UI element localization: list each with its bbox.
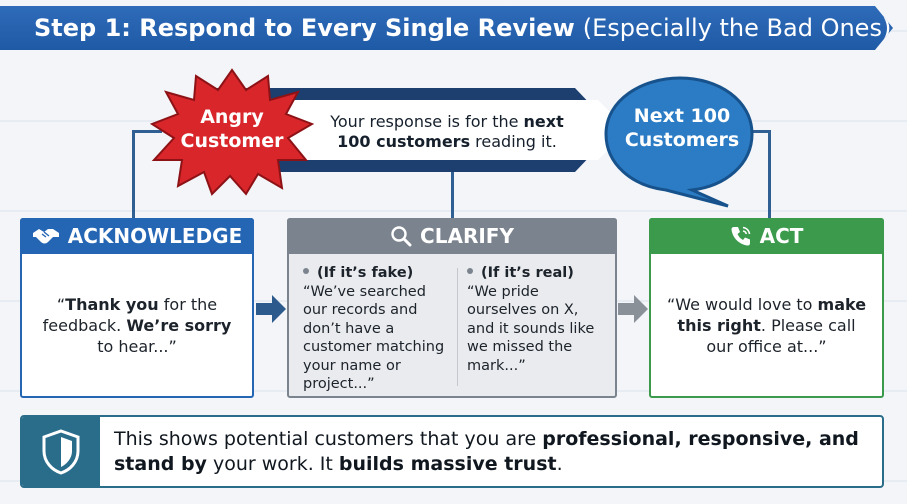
page-title: Step 1: Respond to Every Single Review [34,14,575,42]
shield-icon [42,428,80,475]
next-customers-label: Next 100 Customers [624,105,740,151]
flow-arrow-text: Your response is for the next 100 custom… [330,112,564,151]
act-card-header: ACT [649,218,884,254]
clarify-title: CLARIFY [420,224,514,248]
flow-arrow [268,100,628,160]
acknowledge-title: ACKNOWLEDGE [67,224,243,248]
connector-left-horizontal [132,130,162,133]
speech-bubble-icon [604,76,754,208]
angry-starburst-icon [150,68,314,196]
acknowledge-card: ACKNOWLEDGE “Thank you for the feedback.… [20,218,254,398]
act-body: “We would love to make this right. Pleas… [666,294,867,356]
trust-banner: This shows potential customers that you … [20,415,884,488]
connector-center-vertical [451,172,454,220]
arrow-right-icon [256,295,286,323]
act-card: ACT “We would love to make this right. P… [649,218,884,398]
banner-icon-box [22,417,100,486]
clarify-real-column: (If it’s real) “We pride ourselves on X,… [467,265,595,374]
clarify-card-header: CLARIFY [287,218,617,254]
angry-customer-label: Angry Customer [180,106,284,152]
connector-left-vertical [132,130,135,220]
bullet-icon [467,268,473,274]
page-title-banner: Step 1: Respond to Every Single Review (… [0,6,893,50]
magnifier-icon [391,226,412,247]
clarify-card: CLARIFY (If it’s fake) “We’ve searched o… [287,218,617,398]
banner-text: This shows potential customers that you … [114,428,859,475]
arrow-right-icon [618,295,648,323]
connector-right-horizontal [750,130,770,133]
page-subtitle: (Especially the Bad Ones) [582,14,892,42]
acknowledge-card-header: ACKNOWLEDGE [20,218,254,254]
handshake-icon [32,229,59,244]
clarify-divider [457,268,458,386]
act-title: ACT [759,224,804,248]
acknowledge-body: “Thank you for the feedback. We’re sorry… [42,294,232,356]
connector-right-vertical [768,130,771,220]
phone-icon [731,226,750,246]
clarify-fake-column: (If it’s fake) “We’ve searched our recor… [303,265,445,392]
bullet-icon [303,268,309,274]
